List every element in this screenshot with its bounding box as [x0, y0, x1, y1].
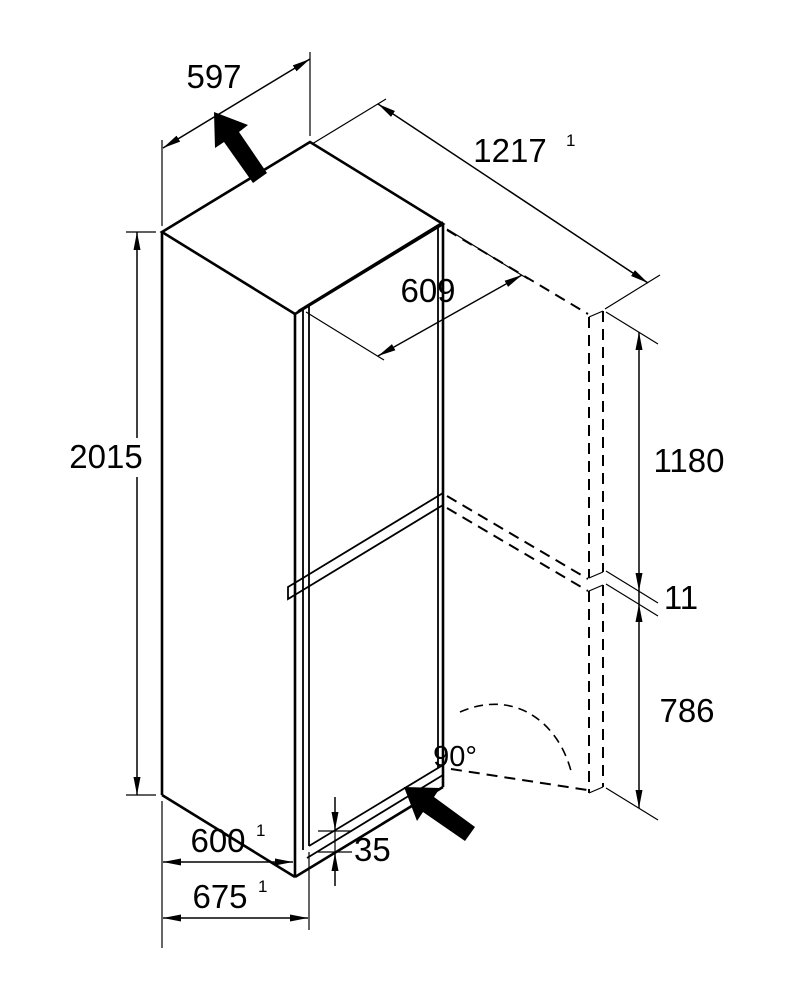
door-width-dimension-line — [377, 274, 523, 357]
width-dimension-line — [162, 58, 311, 149]
door-width-extension-left — [305, 311, 385, 361]
open-door-bottom-tick — [588, 786, 604, 794]
depth-open-extension-left — [311, 98, 387, 145]
dim-total-depth-label: 675 — [192, 878, 247, 915]
door-split-lower-line — [302, 504, 444, 591]
dimension-height: 2015 — [69, 231, 156, 796]
door-height-extension-gap-b — [605, 583, 659, 617]
open-door-top-tick — [588, 310, 604, 318]
dim-gap-label: 11 — [664, 579, 698, 616]
dim-width-label: 597 — [186, 58, 241, 95]
door-split-step — [287, 577, 304, 601]
door-height-extension-top — [605, 311, 659, 345]
depth-open-dimension-line — [377, 103, 649, 284]
dimension-door-width: 609 — [305, 228, 529, 361]
depth-open-extension-right — [604, 274, 661, 310]
direction-arrows — [214, 112, 475, 841]
dimension-door-heights: 1180 11 786 — [605, 311, 725, 821]
door-split-upper-line — [302, 492, 444, 579]
dim-body-depth-label: 600 — [190, 822, 245, 859]
dimension-depth-open: 1217 1 — [311, 98, 661, 310]
dim-upper-door-label: 1180 — [654, 442, 725, 479]
dimension-bottom-depths: 600 1 675 1 — [161, 801, 310, 948]
dimension-floor-clearance: 35 — [318, 797, 391, 886]
dim-height-label: 2015 — [69, 438, 142, 475]
door-bottom-edge — [308, 764, 444, 847]
open-door-gap-tick-b — [588, 584, 604, 592]
dim-angle-label: 90° — [433, 741, 477, 773]
direction-arrow-bottom-icon — [404, 787, 475, 841]
open-door-gap-tick-a — [588, 571, 604, 579]
dim-depth-open-label: 1217 — [473, 132, 546, 169]
dim-body-depth-footnote: 1 — [256, 821, 265, 840]
dim-lower-door-label: 786 — [659, 692, 714, 729]
door-height-extension-gap-a — [605, 570, 659, 604]
door-details — [287, 221, 444, 859]
dimension-opening-angle: 90° — [433, 741, 477, 773]
door-swing-bottom-line — [450, 768, 588, 791]
door-swing-arc — [459, 703, 573, 776]
dim-door-width-label: 609 — [400, 272, 455, 309]
dim-total-depth-footnote: 1 — [258, 877, 267, 896]
dimension-width: 597 — [161, 52, 311, 226]
direction-arrow-top-icon — [214, 112, 267, 183]
door-swing-split-line-a — [446, 495, 589, 580]
door-width-extension-right — [446, 228, 529, 280]
door-height-extension-bottom — [605, 787, 659, 821]
open-door-dashed — [446, 229, 604, 794]
dim-clearance-label: 35 — [354, 831, 391, 868]
dim-depth-open-footnote: 1 — [566, 131, 575, 150]
door-swing-split-line-b — [446, 507, 589, 592]
